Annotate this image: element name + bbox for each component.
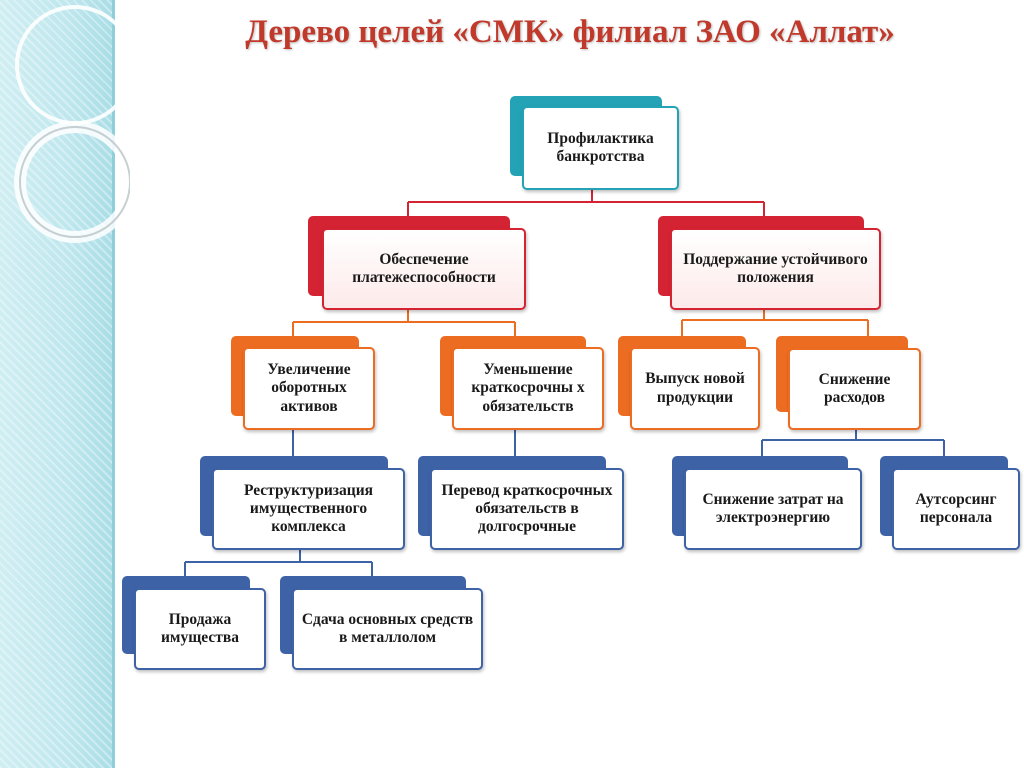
node-current-assets-label: Увеличение оборотных активов: [243, 347, 375, 430]
node-scrap-label: Сдача основных средств в металлолом: [292, 588, 483, 670]
node-stability-label: Поддержание устойчивого положения: [670, 228, 881, 310]
node-root-label: Профилактика банкротства: [522, 106, 679, 190]
node-solvency-label: Обеспечение платежеспособности: [322, 228, 526, 310]
node-transfer-label: Перевод краткосрочных обязательств в дол…: [430, 468, 624, 550]
decorative-rings: [14, 5, 130, 243]
node-sale-label: Продажа имущества: [134, 588, 266, 670]
page-title: Дерево целей «СМК» филиал ЗАО «Аллат»: [245, 14, 895, 50]
node-short-liab-label: Уменьшение краткосрочны х обязательств: [452, 347, 604, 430]
node-new-product-label: Выпуск новой продукции: [630, 347, 760, 430]
node-energy-label: Снижение затрат на электроэнергию: [684, 468, 862, 550]
node-outsourcing-label: Аутсорсинг персонала: [892, 468, 1020, 550]
node-restructuring-label: Реструктуризация имущественного комплекс…: [212, 468, 405, 550]
deco-ring-outline: [19, 126, 130, 238]
strip-edge: [112, 0, 115, 768]
node-cost-cut-label: Снижение расходов: [788, 348, 921, 430]
